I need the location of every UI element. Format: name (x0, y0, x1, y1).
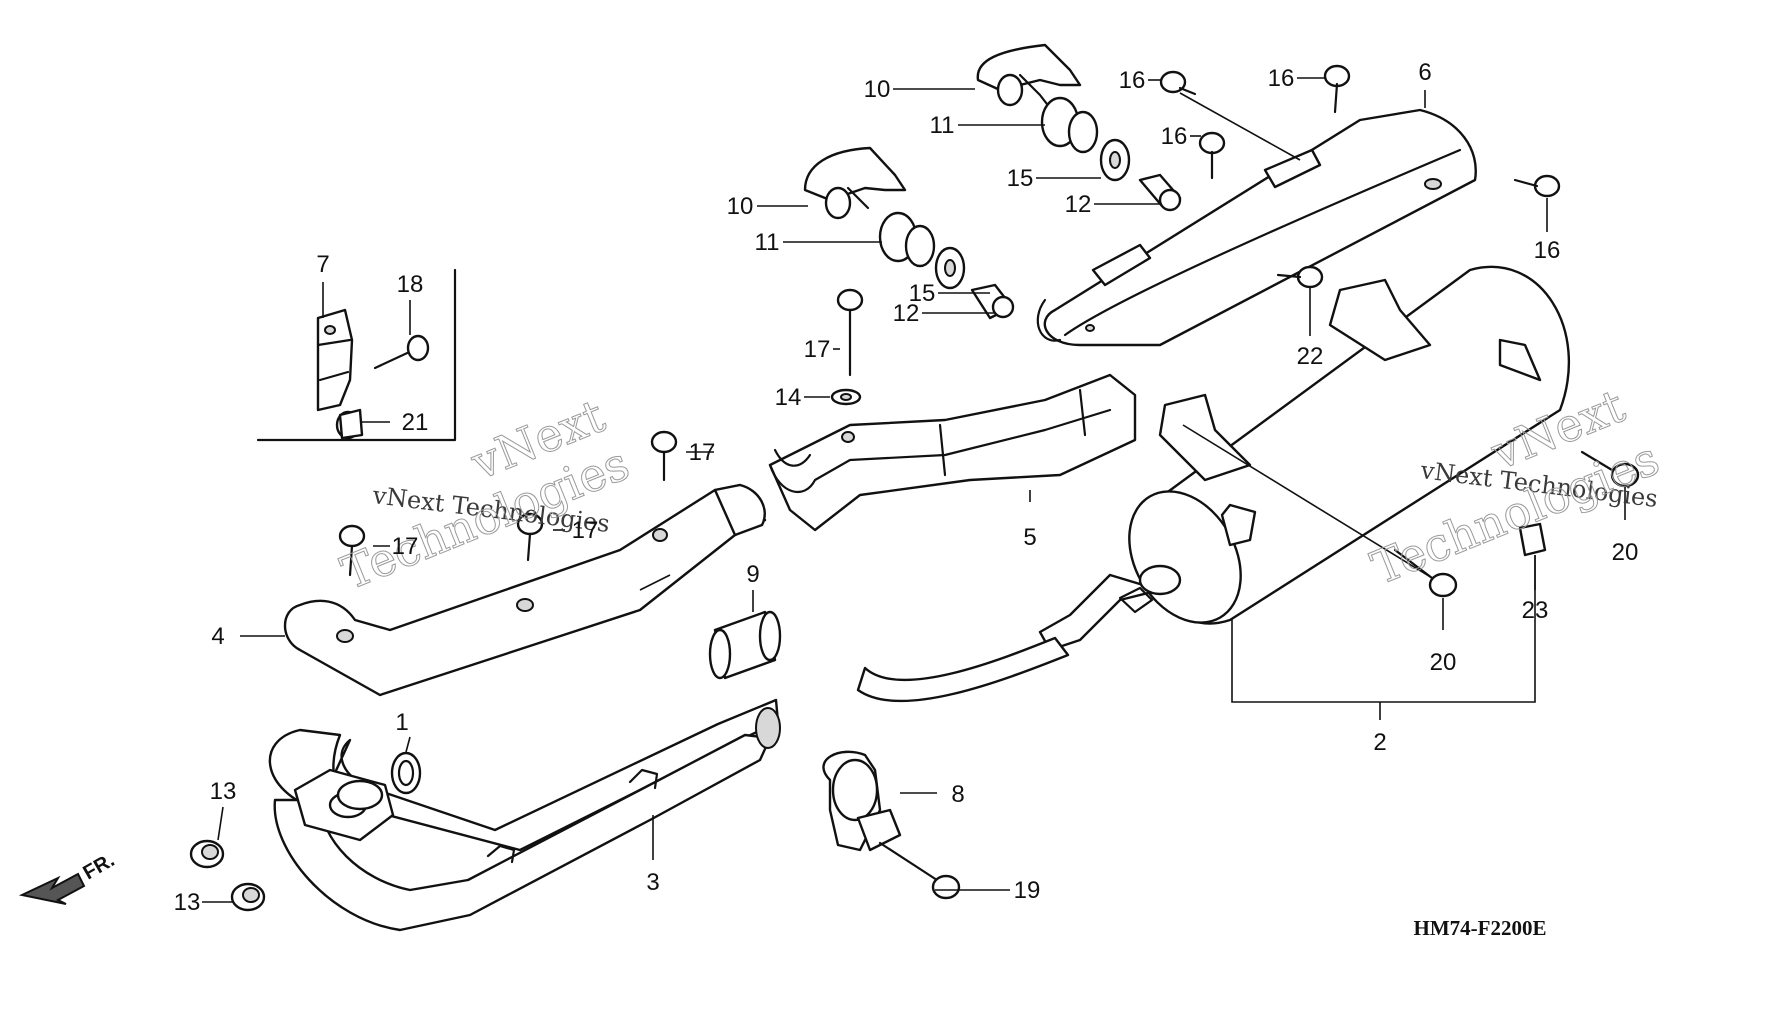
part-exhaust-pipe (268, 698, 781, 932)
part-mount-bracket-upper (976, 43, 1082, 110)
part-flange-nut-upper (189, 839, 225, 869)
part-bolt-18 (373, 334, 430, 370)
callout-17-b: 17 (689, 439, 716, 466)
part-mount-bracket-lower (803, 146, 907, 220)
front-direction-label: FR. (80, 849, 119, 884)
part-washer (830, 388, 862, 406)
callout-6: 6 (1418, 59, 1431, 86)
callout-16-b: 16 (1268, 65, 1295, 92)
diagram-code: HM74-F2200E (1414, 916, 1547, 940)
part-collar-21 (335, 408, 364, 440)
callout-23: 23 (1522, 597, 1549, 624)
callout-3: 3 (646, 869, 659, 896)
part-flange-nut-lower (230, 882, 266, 912)
part-collar-12-upper (1138, 173, 1182, 212)
inset-frame (256, 268, 457, 442)
part-middle-heat-protector (768, 373, 1137, 532)
part-bolt-16c (1198, 131, 1226, 180)
part-gasket (390, 751, 422, 795)
callout-17-d: 17 (392, 533, 419, 560)
callout-10-upper: 10 (864, 76, 891, 103)
part-bolt-16a (1159, 70, 1197, 96)
callout-10-lower: 10 (727, 193, 754, 220)
callout-17-a: 17 (804, 336, 831, 363)
callout-21: 21 (402, 409, 429, 436)
callout-8: 8 (951, 781, 964, 808)
part-plug-23 (1518, 522, 1547, 557)
callout-7: 7 (316, 251, 329, 278)
callout-11-lower: 11 (755, 229, 780, 256)
callout-12-lower: 12 (893, 300, 920, 327)
callout-13-lower: 13 (174, 889, 201, 916)
leader-lines (202, 77, 1626, 903)
callout-17-c: 17 (572, 517, 599, 544)
callout-22: 22 (1297, 343, 1324, 370)
part-bolt-17b (650, 430, 678, 482)
callout-labels: 1 2 3 4 5 6 7 8 9 10 10 11 11 12 12 13 1… (174, 59, 1639, 916)
front-direction-arrow: FR. (18, 849, 119, 905)
part-front-heat-protector (283, 483, 767, 697)
callout-20-lower: 20 (1430, 649, 1457, 676)
callout-16-d: 16 (1534, 237, 1561, 264)
callout-14: 14 (775, 384, 802, 411)
part-clamp-bolt (878, 841, 961, 900)
callout-2: 2 (1373, 729, 1386, 756)
callout-20-right: 20 (1612, 539, 1639, 566)
part-bolt-20-right (1580, 450, 1640, 488)
callout-4: 4 (211, 623, 224, 650)
callout-19: 19 (1014, 877, 1041, 904)
callout-16-a: 16 (1119, 67, 1146, 94)
part-rear-heat-protector (1036, 108, 1477, 347)
part-bolt-17d (338, 524, 366, 577)
part-muffler (856, 265, 1571, 703)
part-washer-15-lower (934, 246, 966, 290)
part-bolt-16b (1323, 64, 1351, 114)
part-band-clamp (822, 750, 902, 852)
part-bolt-16d (1513, 174, 1561, 198)
callout-18: 18 (397, 271, 424, 298)
part-bolt-20-lower (1393, 548, 1458, 598)
part-bracket (316, 308, 354, 412)
part-bolt-17c (516, 512, 544, 562)
part-bolt-17a (836, 288, 864, 377)
callout-15-lower: 15 (909, 280, 936, 307)
callout-1: 1 (395, 709, 408, 736)
callout-13-upper: 13 (210, 778, 237, 805)
part-rubber-mount-upper (1040, 96, 1099, 154)
callout-9: 9 (746, 561, 759, 588)
callout-15-upper: 15 (1007, 165, 1034, 192)
part-washer-15-upper (1099, 138, 1131, 182)
part-rubber-mount-lower (878, 211, 936, 268)
callout-16-c: 16 (1161, 123, 1188, 150)
part-pipe-sleeve (708, 610, 782, 680)
callout-11-upper: 11 (930, 112, 955, 139)
callout-12-upper: 12 (1065, 191, 1092, 218)
callout-5: 5 (1023, 524, 1036, 551)
